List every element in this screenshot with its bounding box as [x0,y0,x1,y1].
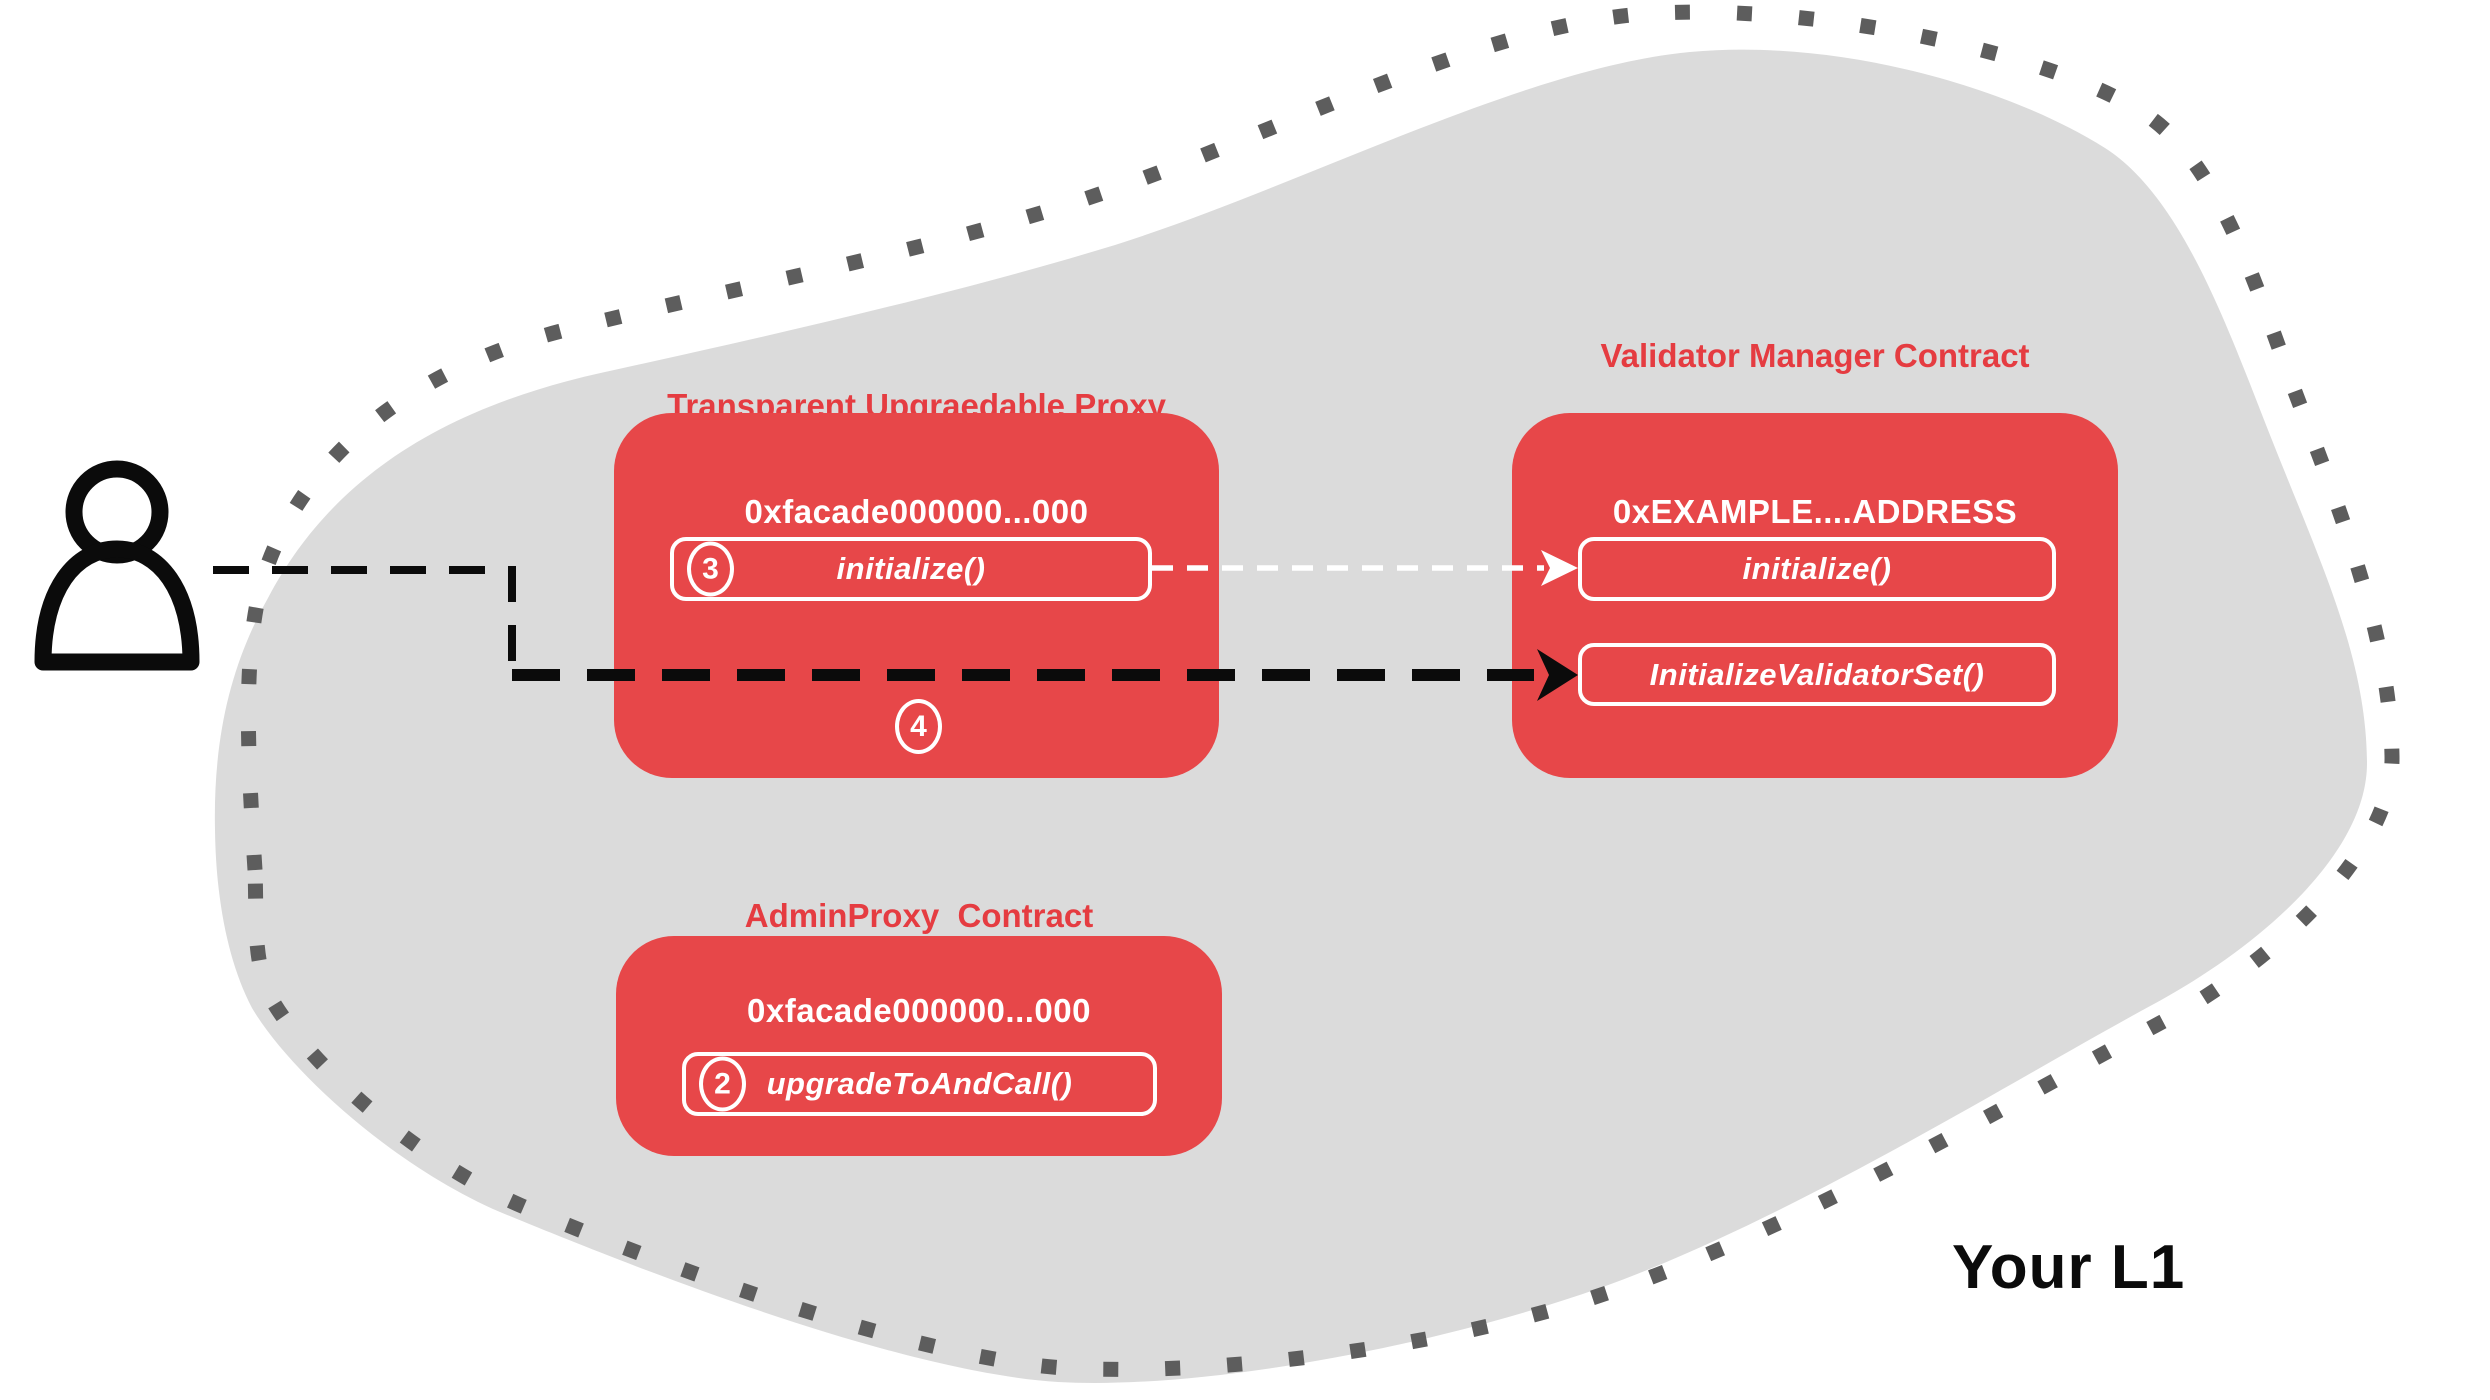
validator-initialize-set-pill: InitializeValidatorSet() [1578,643,2056,706]
admin-contract-address: 0xfacade000000...000 [747,992,1091,1029]
step-2-badge: 2 [699,1056,746,1112]
proxy-initialize-label: initialize() [836,551,986,586]
proxy-initialize-pill: 3 initialize() [670,537,1152,601]
step-4-badge: 4 [895,699,942,754]
admin-upgrade-label: upgradeToAndCall() [766,1066,1073,1101]
validator-contract-title: Validator Manager Contract [1600,337,2030,374]
network-name-label: Your L1 [1952,1233,2186,1302]
proxy-contract-box: 0xfacade000000...000 3 initialize() 4 [614,413,1219,778]
admin-contract-title: AdminProxy Contract [744,897,1094,934]
validator-initialize-label: initialize() [1742,551,1892,586]
validator-initialize-set-label: InitializeValidatorSet() [1649,656,1985,692]
validator-initialize-pill: initialize() [1578,537,2056,601]
admin-upgrade-pill: 2 upgradeToAndCall() [682,1052,1157,1116]
admin-contract-box: 0xfacade000000...000 2 upgradeToAndCall(… [616,936,1222,1156]
validator-contract-box: 0xEXAMPLE....ADDRESS initialize() Initia… [1512,413,2118,778]
step-3-badge: 3 [687,541,734,597]
validator-contract-address: 0xEXAMPLE....ADDRESS [1612,493,2018,530]
proxy-contract-address: 0xfacade000000...000 [744,493,1089,530]
